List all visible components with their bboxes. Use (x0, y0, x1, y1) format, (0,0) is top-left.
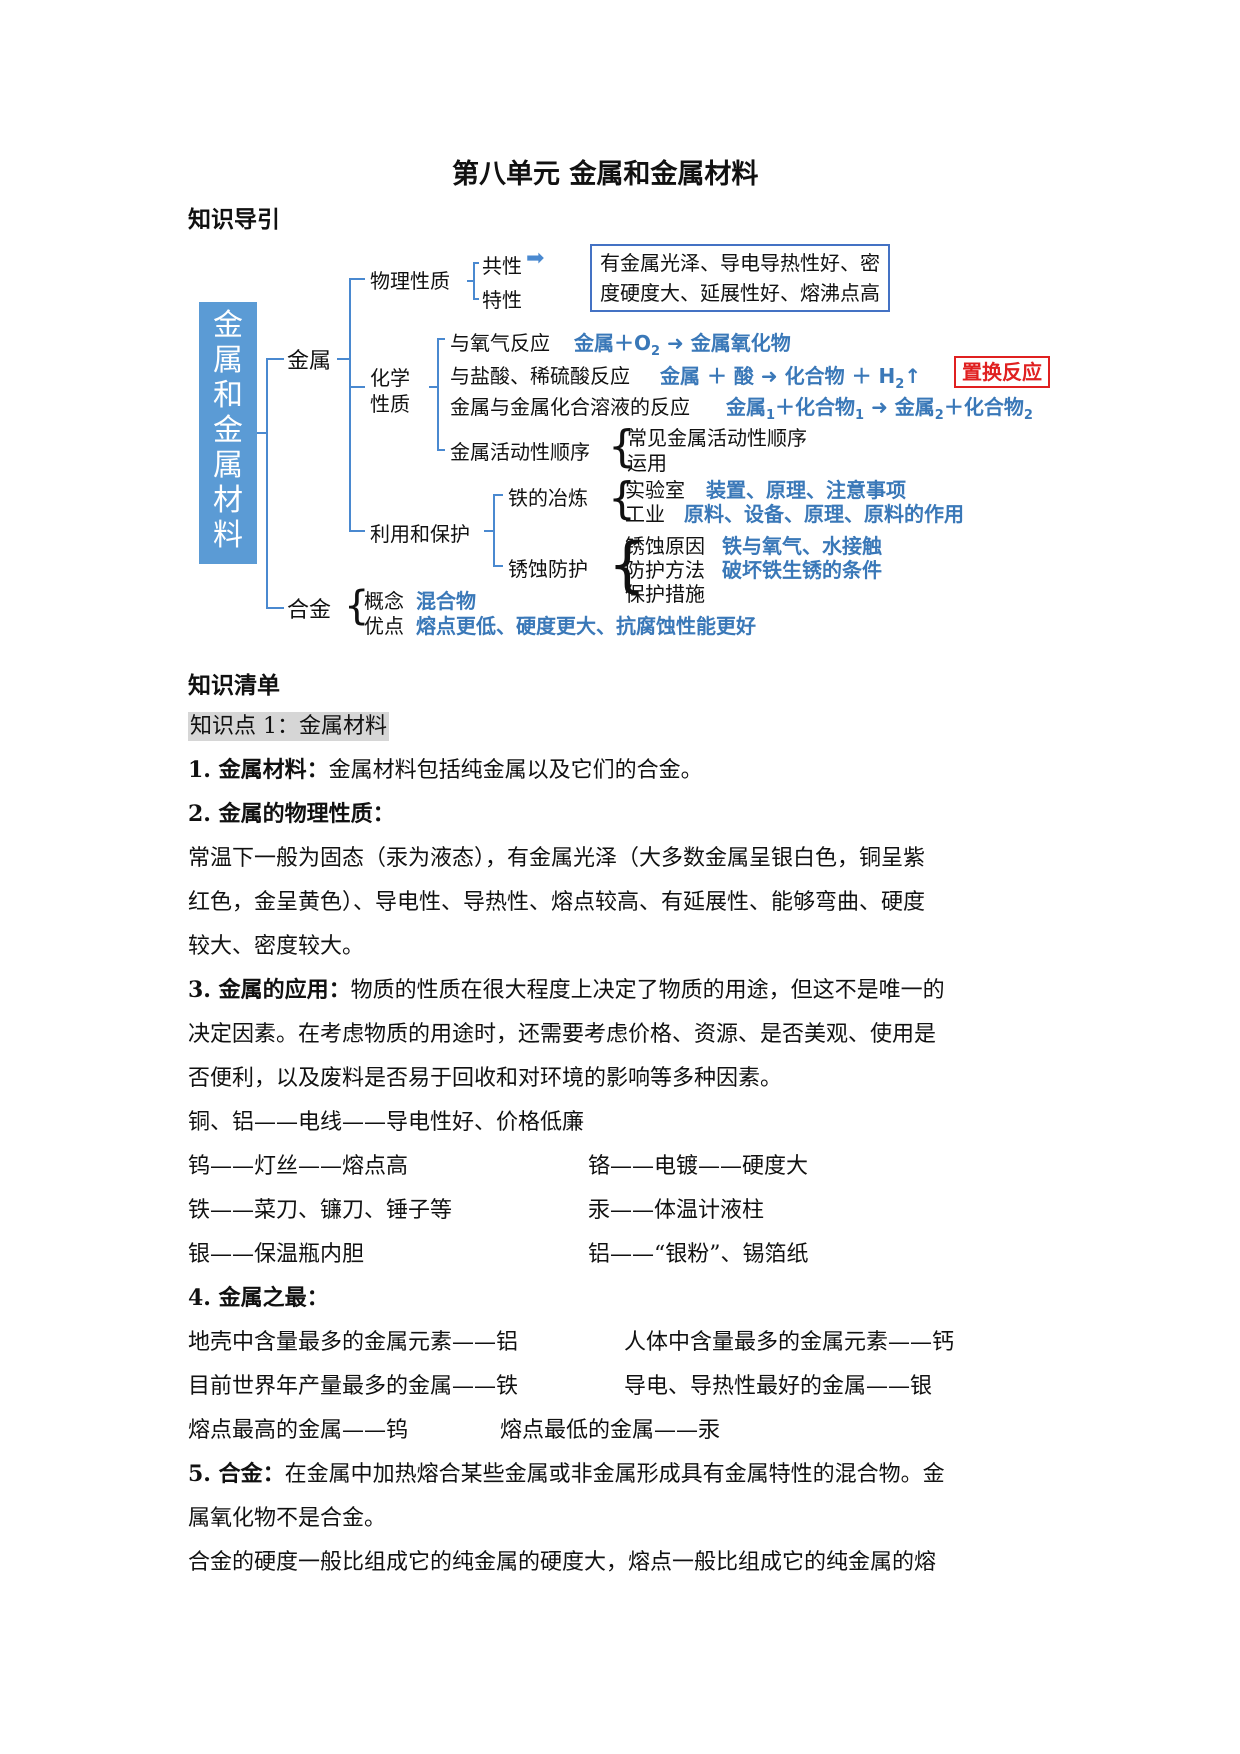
node-industry: 工业 (625, 502, 665, 526)
most-c: 目前世界年产量最多的金属——铁 (188, 1374, 519, 1399)
rust-cause-description: 铁与氧气、水接触 (722, 534, 882, 558)
common-desc-line-2: 度硬度大、延展性好、熔沸点高 (600, 281, 880, 305)
root-box (199, 302, 257, 564)
paragraph-5-line-2: 属氧化物不是合金。 (188, 1506, 387, 1531)
node-alloy: 合金 (287, 598, 332, 623)
paragraph-4-heading: 4. 金属之最： (188, 1285, 329, 1311)
paragraph-2-line-1: 常温下一般为固态（汞为液态），有金属光泽（大多数金属呈银白色，铜呈紫 (188, 846, 926, 871)
node-react-acid: 与盐酸、稀硫酸反应 (450, 364, 630, 388)
paragraph-3-line-2: 决定因素。在考虑物质的用途时，还需要考虑价格、资源、是否美观、使用是 (188, 1022, 937, 1047)
paragraph-1: 1. 金属材料：金属材料包括纯金属以及它们的合金。 (188, 757, 703, 783)
most-f: 熔点最低的金属——汞 (500, 1418, 721, 1443)
use-item-al: 铝——“银粉”、锡箔纸 (588, 1242, 809, 1267)
node-chemical-1: 化学 (370, 366, 410, 390)
brace-icon: { (608, 473, 636, 524)
node-chemical-2: 性质 (370, 392, 410, 416)
node-rust-method: 防护方法 (625, 558, 705, 582)
section-guide-heading: 知识导引 (188, 206, 280, 233)
most-e: 熔点最高的金属——钨 (188, 1418, 409, 1443)
page-title: 第八单元 金属和金属材料 (452, 159, 759, 190)
paragraph-3-line-1: 3. 金属的应用：物质的性质在很大程度上决定了物质的用途，但这不是唯一的 (188, 977, 945, 1003)
node-rust-protection: 锈蚀防护 (508, 557, 588, 581)
use-item-hg: 汞——体温计液柱 (588, 1198, 765, 1223)
most-a: 地壳中含量最多的金属元素——铝 (188, 1330, 519, 1355)
use-item-fe: 铁——菜刀、镰刀、锤子等 (188, 1198, 453, 1223)
brace-icon: { (344, 583, 370, 629)
use-item-w: 钨——灯丝——熔点高 (188, 1154, 409, 1179)
common-desc-line-1: 有金属光泽、导电导热性好、密 (600, 251, 880, 275)
node-special: 特性 (482, 288, 522, 312)
knowledge-point-1-label: 知识点 1：金属材料 (188, 712, 389, 741)
node-physical: 物理性质 (370, 269, 450, 293)
paragraph-2-line-3: 较大、密度较大。 (188, 934, 365, 959)
lab-description: 装置、原理、注意事项 (706, 478, 906, 502)
node-concept: 概念 (364, 589, 404, 613)
brace-icon: { (608, 530, 647, 600)
activity-item-1: 常见金属活动性顺序 (627, 426, 807, 450)
advantage-description: 熔点更低、硬度更大、抗腐蚀性能更好 (416, 614, 756, 638)
common-description-box: 有金属光泽、导电导热性好、密 度硬度大、延展性好、熔沸点高 (590, 244, 890, 312)
section-list-heading: 知识清单 (188, 672, 280, 699)
node-react-o2: 与氧气反应 (450, 331, 550, 355)
use-item-cr: 铬——电镀——硬度大 (588, 1154, 809, 1179)
node-activity: 金属活动性顺序 (450, 440, 590, 464)
paragraph-2-heading: 2. 金属的物理性质： (188, 801, 395, 827)
most-d: 导电、导热性最好的金属——银 (624, 1374, 933, 1399)
most-b: 人体中含量最多的金属元素——钙 (624, 1330, 955, 1355)
paragraph-2-line-2: 红色，金呈黄色）、导电性、导热性、熔点较高、有延展性、能够弯曲、硬度 (188, 890, 926, 915)
node-rust-cause: 锈蚀原因 (625, 534, 705, 558)
industry-description: 原料、设备、原理、原料的作用 (684, 502, 964, 526)
node-advantage: 优点 (364, 614, 404, 638)
paragraph-3-line-3: 否便利，以及废料是否易于回收和对环境的影响等多种因素。 (188, 1066, 783, 1091)
node-iron-smelting: 铁的冶炼 (508, 486, 588, 510)
use-item-ag: 银——保温瓶内胆 (188, 1242, 365, 1267)
use-item-cu-al: 铜、铝——电线——导电性好、价格低廉 (188, 1110, 585, 1135)
activity-item-2: 运用 (627, 451, 667, 475)
replacement-reaction-badge: 置换反应 (954, 356, 1050, 388)
node-lab: 实验室 (625, 478, 685, 502)
paragraph-5-line-3: 合金的硬度一般比组成它的纯金属的硬度大，熔点一般比组成它的纯金属的熔 (188, 1550, 937, 1575)
node-use-protect: 利用和保护 (370, 522, 470, 546)
react-acid-equation: 金属 ＋ 酸 ➜ 化合物 ＋ H2↑ (660, 364, 922, 392)
brace-icon: { (608, 421, 636, 472)
react-o2-equation: 金属＋O2 ➜ 金属氧化物 (574, 331, 791, 359)
concept-description: 混合物 (416, 589, 476, 613)
node-metal: 金属 (287, 349, 332, 374)
root-label: 金属和金属材料 (213, 308, 243, 553)
node-common: 共性 (482, 254, 522, 278)
paragraph-5-line-1: 5. 合金：在金属中加热熔合某些金属或非金属形成具有金属特性的混合物。金 (188, 1461, 945, 1487)
node-rust-measure: 保护措施 (625, 582, 705, 606)
node-react-salt: 金属与金属化合溶液的反应 (450, 395, 690, 419)
arrow-right-icon: ➡ (526, 246, 545, 271)
rust-method-description: 破坏铁生锈的条件 (722, 558, 882, 582)
react-salt-equation: 金属1＋化合物1 ➜ 金属2＋化合物2 (726, 395, 1033, 423)
